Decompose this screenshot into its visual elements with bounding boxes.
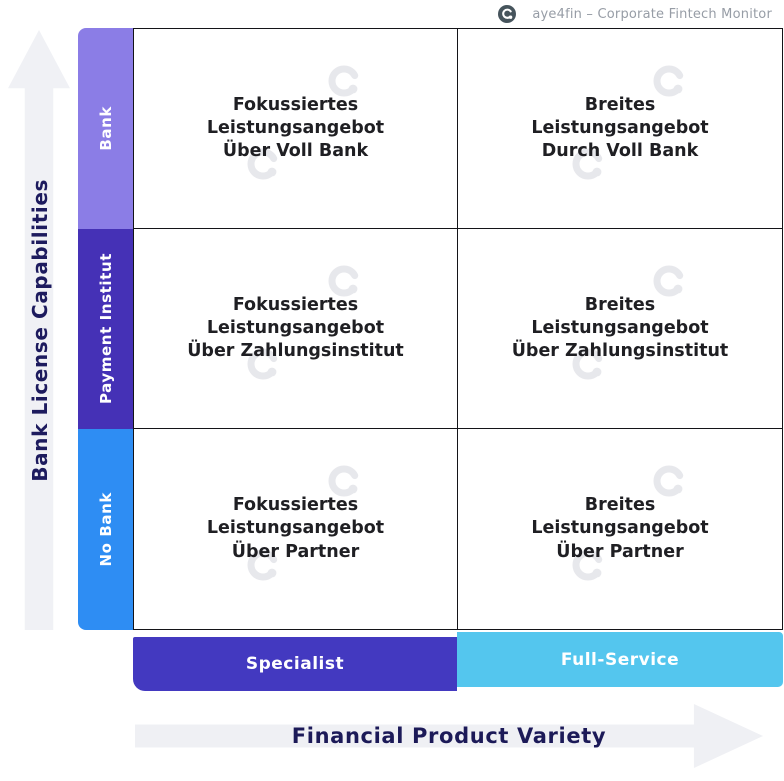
matrix-cell-bank-specialist: Fokussiertes Leistungsangebot Über Voll … [134, 29, 458, 229]
x-axis-label-text: Financial Product Variety [291, 724, 607, 748]
x-axis-label: Financial Product Variety [135, 704, 763, 768]
matrix-cell-payment-specialist: Fokussiertes Leistungsangebot Über Zahlu… [134, 229, 458, 429]
row-label-no-bank: No Bank [78, 429, 133, 631]
cell-text: Breites Leistungsangebot Über Partner [531, 495, 709, 562]
cell-text: Breites Leistungsangebot Durch Voll Bank [531, 94, 709, 162]
row-label-payment-institut-text: Payment Institut [96, 253, 115, 405]
y-axis-label-text: Bank License Capabilities [28, 178, 52, 482]
cell-text: Fokussiertes Leistungsangebot Über Partn… [206, 495, 385, 562]
row-label-bank: Bank [78, 28, 133, 229]
cell-text: Breites Leistungsangebot Über Zahlungsin… [511, 294, 729, 362]
row-label-payment-institut: Payment Institut [78, 228, 133, 430]
row-label-no-bank-text: No Bank [96, 492, 115, 567]
column-header-specialist: Specialist [133, 637, 457, 691]
matrix-cell-bank-fullservice: Breites Leistungsangebot Durch Voll Bank [458, 29, 782, 229]
aye4fin-logo-icon [498, 5, 517, 23]
attribution: aye4fin – Corporate Fintech Monitor [498, 5, 772, 23]
matrix-grid: Fokussiertes Leistungsangebot Über Voll … [133, 28, 783, 630]
matrix-cell-payment-fullservice: Breites Leistungsangebot Über Zahlungsin… [458, 229, 782, 429]
column-header-specialist-text: Specialist [245, 654, 345, 674]
cell-text: Fokussiertes Leistungsangebot Über Zahlu… [187, 294, 404, 362]
attribution-text: aye4fin – Corporate Fintech Monitor [532, 6, 772, 22]
column-header-full-service-text: Full-Service [560, 649, 680, 670]
y-axis-label: Bank License Capabilities [12, 30, 68, 630]
matrix-cell-nobank-fullservice: Breites Leistungsangebot Über Partner [458, 429, 782, 629]
cell-text: Fokussiertes Leistungsangebot Über Voll … [206, 94, 385, 162]
row-labels: Bank Payment Institut No Bank [78, 28, 133, 631]
column-header-full-service: Full-Service [457, 632, 783, 687]
row-label-bank-text: Bank [96, 106, 115, 151]
matrix-cell-nobank-specialist: Fokussiertes Leistungsangebot Über Partn… [134, 429, 458, 629]
